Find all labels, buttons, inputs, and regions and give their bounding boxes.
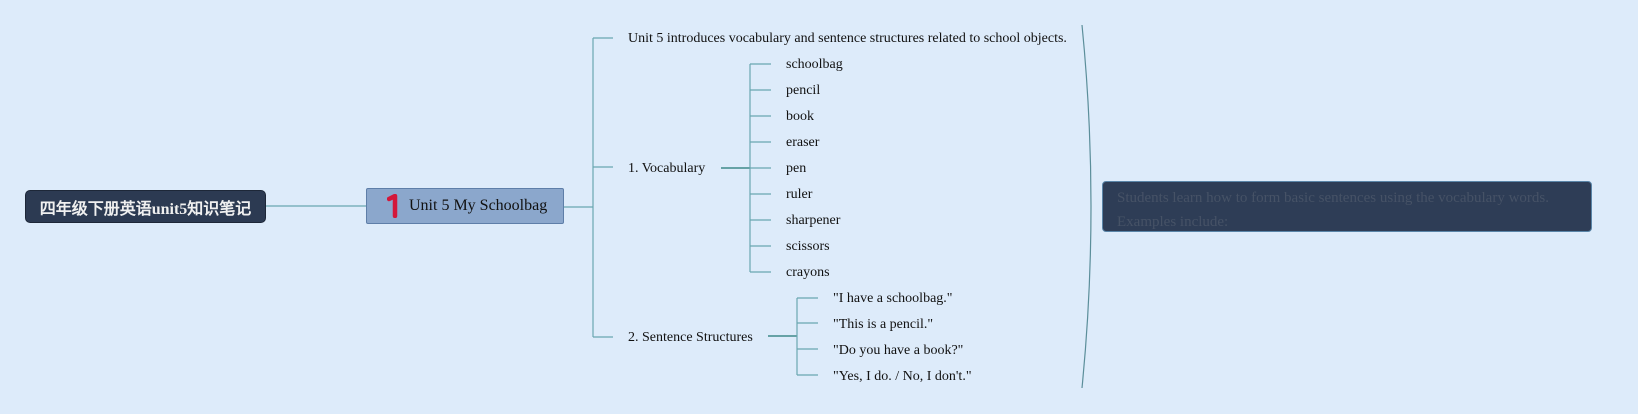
- vocab-item[interactable]: crayons: [786, 264, 830, 282]
- root-topic-label: 四年级下册英语unit5知识笔记: [39, 200, 252, 218]
- sentence-item[interactable]: "Do you have a book?": [833, 342, 963, 360]
- vocab-item[interactable]: eraser: [786, 134, 819, 152]
- root-topic[interactable]: 四年级下册英语unit5知识笔记: [25, 190, 266, 223]
- vocab-item[interactable]: pencil: [786, 82, 820, 100]
- summary-line-2: Examples include:: [1117, 214, 1229, 230]
- sentences-label: 2. Sentence Structures: [628, 330, 753, 345]
- main-topic-label: Unit 5 My Schoolbag: [409, 197, 548, 214]
- vocab-item[interactable]: book: [786, 108, 814, 126]
- number-1-marker-icon: [386, 193, 401, 219]
- vocab-item-label: sharpener: [786, 213, 841, 228]
- summary-callout[interactable]: Students learn how to form basic sentenc…: [1102, 181, 1592, 232]
- vocabulary-label: 1. Vocabulary: [628, 161, 706, 176]
- vocab-item-label: pen: [786, 161, 807, 176]
- vocab-item[interactable]: ruler: [786, 186, 812, 204]
- vocab-item-label: schoolbag: [786, 57, 843, 72]
- sentence-item-label: "Do you have a book?": [833, 343, 964, 358]
- sentence-item[interactable]: "Yes, I do. / No, I don't.": [833, 368, 972, 386]
- sentence-item[interactable]: "I have a schoolbag.": [833, 290, 953, 308]
- vocab-item[interactable]: sharpener: [786, 212, 840, 230]
- vocab-item-label: ruler: [786, 187, 813, 202]
- intro-topic[interactable]: Unit 5 introduces vocabulary and sentenc…: [628, 30, 1067, 48]
- vocab-item-label: scissors: [786, 239, 830, 254]
- vocab-item[interactable]: schoolbag: [786, 56, 843, 74]
- sentence-item[interactable]: "This is a pencil.": [833, 316, 933, 334]
- intro-text: Unit 5 introduces vocabulary and sentenc…: [628, 31, 1067, 46]
- sentence-item-label: "Yes, I do. / No, I don't.": [833, 369, 972, 384]
- vocab-item[interactable]: pen: [786, 160, 806, 178]
- sentences-topic[interactable]: 2. Sentence Structures: [628, 329, 753, 347]
- summary-line-1: Students learn how to form basic sentenc…: [1117, 190, 1549, 206]
- main-topic[interactable]: Unit 5 My Schoolbag: [366, 188, 564, 224]
- vocab-item-label: pencil: [786, 83, 821, 98]
- vocab-item-label: book: [786, 109, 814, 124]
- vocab-item[interactable]: scissors: [786, 238, 830, 256]
- sentence-item-label: "I have a schoolbag.": [833, 291, 953, 306]
- sentence-item-label: "This is a pencil.": [833, 317, 934, 332]
- vocab-item-label: crayons: [786, 265, 830, 280]
- vocab-item-label: eraser: [786, 135, 820, 150]
- vocabulary-topic[interactable]: 1. Vocabulary: [628, 160, 705, 178]
